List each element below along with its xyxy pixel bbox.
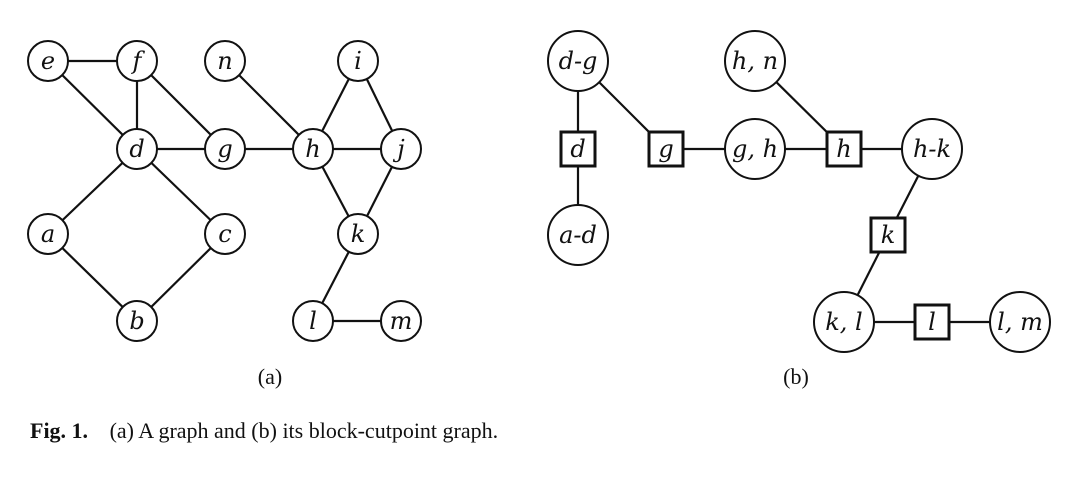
graph-b-node-label-hn: h, n bbox=[732, 47, 778, 75]
graph-a-edges bbox=[47, 59, 402, 323]
graph-b-node-hn: h, n bbox=[724, 30, 786, 92]
graph-a-node-h: h bbox=[292, 128, 334, 170]
graph-a-node-f: f bbox=[116, 40, 158, 82]
graph-a-node-label-l: l bbox=[309, 307, 317, 335]
graph-a-sublabel: (a) bbox=[258, 364, 282, 389]
graph-a-node-circle-k bbox=[337, 213, 379, 255]
graph-b-cutpoint-box-ck bbox=[869, 216, 907, 254]
graph-b-node-circle-hk bbox=[901, 118, 963, 180]
graph-b-node-label-cg: g bbox=[658, 135, 673, 163]
graph-b-node-gh: g, h bbox=[724, 118, 786, 180]
figure-caption: Fig. 1. (a) A graph and (b) its block-cu… bbox=[30, 418, 498, 444]
graph-b-node-label-ck: k bbox=[881, 221, 896, 249]
graph-a-node-c: c bbox=[204, 213, 246, 255]
graph-b-cutpoint-box-ch bbox=[825, 130, 863, 168]
graph-a-node-label-m: m bbox=[390, 307, 413, 335]
graph-a-node-label-h: h bbox=[305, 135, 320, 163]
caption-text: (a) A graph and (b) its block-cutpoint g… bbox=[109, 418, 499, 443]
graph-a-node-circle-l bbox=[292, 300, 334, 342]
graph-b-node-label-cl: l bbox=[928, 308, 936, 336]
graph-b-node-label-gh: g, h bbox=[732, 135, 778, 163]
graph-b-node-circle-ad bbox=[547, 204, 609, 266]
graph-b-node-hk: h-k bbox=[901, 118, 963, 180]
graph-a-node-circle-c bbox=[204, 213, 246, 255]
graph-a-node-circle-n bbox=[204, 40, 246, 82]
graph-a-node-label-b: b bbox=[129, 307, 144, 335]
graph-a-node-label-c: c bbox=[218, 220, 231, 248]
graph-b-cutpoint-box-cd bbox=[559, 130, 597, 168]
graph-b-node-ad: a-d bbox=[547, 204, 609, 266]
graph-b-node-lm: l, m bbox=[989, 291, 1051, 353]
graph-b-cutpoint-cd: d bbox=[559, 130, 597, 168]
graph-b-node-circle-gh bbox=[724, 118, 786, 180]
graph-a-node-circle-a bbox=[27, 213, 69, 255]
graph-a-node-circle-f bbox=[116, 40, 158, 82]
graph-b-node-circle-dg bbox=[547, 30, 609, 92]
graph-a-node-label-g: g bbox=[217, 135, 232, 163]
graph-a-node-circle-g bbox=[204, 128, 246, 170]
graph-b-node-dg: d-g bbox=[547, 30, 609, 92]
caption-label: Fig. 1. bbox=[30, 418, 89, 443]
graph-b-cutpoint-box-cl bbox=[913, 303, 951, 341]
graph-b-node-label-lm: l, m bbox=[997, 308, 1043, 336]
graph-a-node-circle-m bbox=[380, 300, 422, 342]
graph-a-node-circle-j bbox=[380, 128, 422, 170]
graph-b-node-label-dg: d-g bbox=[559, 47, 598, 75]
graph-a-node-circle-e bbox=[27, 40, 69, 82]
graph-b-nodes: d-g h, n d g g, h h h-k a-d k k, l l l, m bbox=[547, 30, 1051, 353]
graph-a-node-l: l bbox=[292, 300, 334, 342]
graph-a-node-label-n: n bbox=[217, 47, 232, 75]
graph-b-cutpoint-box-cg bbox=[647, 130, 685, 168]
graph-a-node-k: k bbox=[337, 213, 379, 255]
graph-b-node-circle-lm bbox=[989, 291, 1051, 353]
graph-a-nodes: e f n i d g h j a c k b l m bbox=[27, 40, 422, 342]
graph-b-cutpoint-ch: h bbox=[825, 130, 863, 168]
graph-a-node-circle-b bbox=[116, 300, 158, 342]
graph-b-node-circle-hn bbox=[724, 30, 786, 92]
graph-a-node-circle-h bbox=[292, 128, 334, 170]
graph-b-sublabel: (b) bbox=[783, 364, 809, 389]
graph-b-node-kl: k, l bbox=[813, 291, 875, 353]
graph-b-node-circle-kl bbox=[813, 291, 875, 353]
graph-b-node-label-kl: k, l bbox=[825, 308, 862, 336]
graph-a-node-n: n bbox=[204, 40, 246, 82]
graph-a-node-a: a bbox=[27, 213, 69, 255]
graph-a-node-g: g bbox=[204, 128, 246, 170]
graph-b-node-label-ad: a-d bbox=[559, 221, 597, 249]
graph-a: e f n i d g h j a c k b l m bbox=[27, 40, 422, 342]
graph-a-node-i: i bbox=[337, 40, 379, 82]
graph-a-node-circle-d bbox=[116, 128, 158, 170]
graph-a-node-j: j bbox=[380, 128, 422, 170]
graph-a-node-label-k: k bbox=[351, 220, 366, 248]
graph-b-cutpoint-cg: g bbox=[647, 130, 685, 168]
graph-a-node-m: m bbox=[380, 300, 422, 342]
graph-b-cutpoint-cl: l bbox=[913, 303, 951, 341]
graph-b-edges bbox=[576, 60, 1020, 324]
graph-b-cutpoint-ck: k bbox=[869, 216, 907, 254]
graph-a-node-d: d bbox=[116, 128, 158, 170]
graph-b-node-label-cd: d bbox=[570, 135, 585, 163]
graph-a-node-label-d: d bbox=[129, 135, 144, 163]
graph-a-node-e: e bbox=[27, 40, 69, 82]
graph-b-node-label-ch: h bbox=[836, 135, 851, 163]
graph-b: d-g h, n d g g, h h h-k a-d k k, l l l, m bbox=[547, 30, 1051, 353]
graph-a-node-label-i: i bbox=[354, 47, 362, 75]
graph-a-node-circle-i bbox=[337, 40, 379, 82]
graph-a-node-label-a: a bbox=[41, 220, 55, 248]
graph-a-node-label-e: e bbox=[41, 47, 55, 75]
graph-a-node-b: b bbox=[116, 300, 158, 342]
graph-b-node-label-hk: h-k bbox=[913, 135, 951, 163]
